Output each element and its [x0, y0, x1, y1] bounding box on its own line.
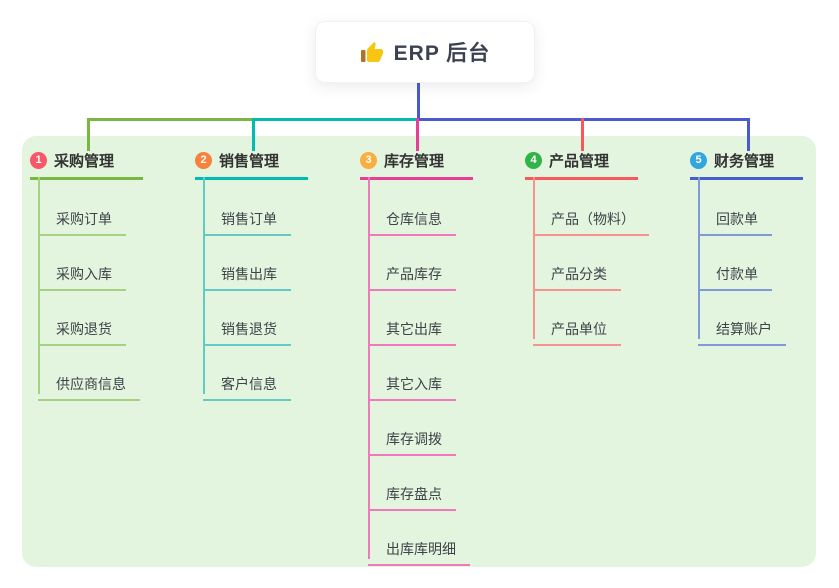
connector-drop-purchase [87, 118, 90, 151]
root-node[interactable]: ERP 后台 [315, 21, 535, 83]
child-node[interactable]: 付款单 [698, 255, 772, 291]
branch-number-badge: 1 [30, 152, 47, 169]
branch-title-product[interactable]: 4 产品管理 [525, 150, 638, 180]
connector-drop-sales [252, 118, 255, 151]
child-node[interactable]: 采购订单 [38, 200, 126, 236]
root-node-label: ERP 后台 [393, 42, 491, 65]
child-node[interactable]: 销售出库 [203, 255, 291, 291]
branch-label: 产品管理 [549, 153, 610, 170]
child-node[interactable]: 采购入库 [38, 255, 126, 291]
connector-root-stem [417, 81, 420, 119]
thumbs-up-icon [360, 42, 383, 62]
branch-title-finance[interactable]: 5 财务管理 [690, 150, 803, 180]
child-node[interactable]: 供应商信息 [38, 365, 140, 401]
child-node[interactable]: 出库库明细 [368, 530, 470, 566]
child-node[interactable]: 其它出库 [368, 310, 456, 346]
branch-number-badge: 5 [690, 152, 707, 169]
branches-panel [22, 136, 816, 567]
connector-drop-finance [747, 118, 750, 151]
child-node[interactable]: 销售退货 [203, 310, 291, 346]
child-node[interactable]: 产品库存 [368, 255, 456, 291]
child-node[interactable]: 仓库信息 [368, 200, 456, 236]
child-node[interactable]: 结算账户 [698, 310, 786, 346]
branch-label: 财务管理 [714, 153, 775, 170]
child-node[interactable]: 产品分类 [533, 255, 621, 291]
child-node[interactable]: 销售订单 [203, 200, 291, 236]
connector-drop-inventory [416, 118, 419, 151]
child-node[interactable]: 采购退货 [38, 310, 126, 346]
branch-spine [533, 177, 535, 339]
branch-label: 库存管理 [384, 153, 445, 170]
branch-label: 销售管理 [219, 153, 280, 170]
child-node[interactable]: 产品单位 [533, 310, 621, 346]
child-node[interactable]: 库存盘点 [368, 475, 456, 511]
branch-number-badge: 4 [525, 152, 542, 169]
branch-title-sales[interactable]: 2 销售管理 [195, 150, 308, 180]
branch-title-inventory[interactable]: 3 库存管理 [360, 150, 473, 180]
child-node[interactable]: 其它入库 [368, 365, 456, 401]
branch-number-badge: 3 [360, 152, 377, 169]
connector-bus-purchase [87, 118, 253, 121]
branch-number-badge: 2 [195, 152, 212, 169]
branch-spine [203, 177, 205, 394]
connector-drop-product [581, 118, 584, 151]
connector-bus-sales [252, 118, 418, 121]
branch-spine [698, 177, 700, 339]
branch-label: 采购管理 [54, 153, 115, 170]
branch-spine [38, 177, 40, 394]
child-node[interactable]: 库存调拨 [368, 420, 456, 456]
branch-title-purchase[interactable]: 1 采购管理 [30, 150, 143, 180]
child-node[interactable]: 客户信息 [203, 365, 291, 401]
branch-spine [368, 177, 370, 559]
child-node[interactable]: 回款单 [698, 200, 772, 236]
child-node[interactable]: 产品（物料） [533, 200, 649, 236]
